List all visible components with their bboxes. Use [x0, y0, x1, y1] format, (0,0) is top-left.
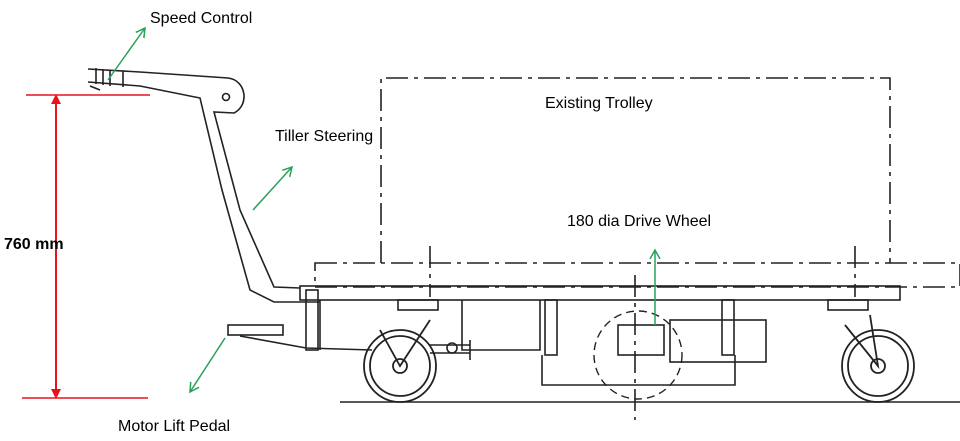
height-dimension	[22, 94, 150, 399]
existing-trolley-outline	[314, 77, 960, 420]
existing-trolley-label: Existing Trolley	[545, 95, 653, 112]
chassis-frame	[299, 285, 901, 386]
speed-control-label: Speed Control	[150, 10, 253, 27]
speed-control-arrow	[107, 28, 145, 81]
drive-wheel-outline	[593, 310, 683, 400]
left-caster-wheel	[363, 319, 437, 403]
right-caster-wheel	[841, 314, 915, 403]
tiller-handle	[87, 68, 320, 303]
lift-pedal-shape	[227, 324, 373, 351]
height-dimension-label: 760 mm	[4, 236, 64, 253]
motor-lift-pedal-label: Motor Lift Pedal	[118, 418, 231, 435]
tiller-steering-label: Tiller Steering	[275, 128, 374, 145]
tiller-steering-arrow	[252, 167, 292, 211]
motor-lift-pedal-arrow	[190, 337, 226, 392]
drive-wheel-label: 180 dia Drive Wheel	[567, 213, 712, 230]
leader-arrows	[107, 28, 655, 392]
